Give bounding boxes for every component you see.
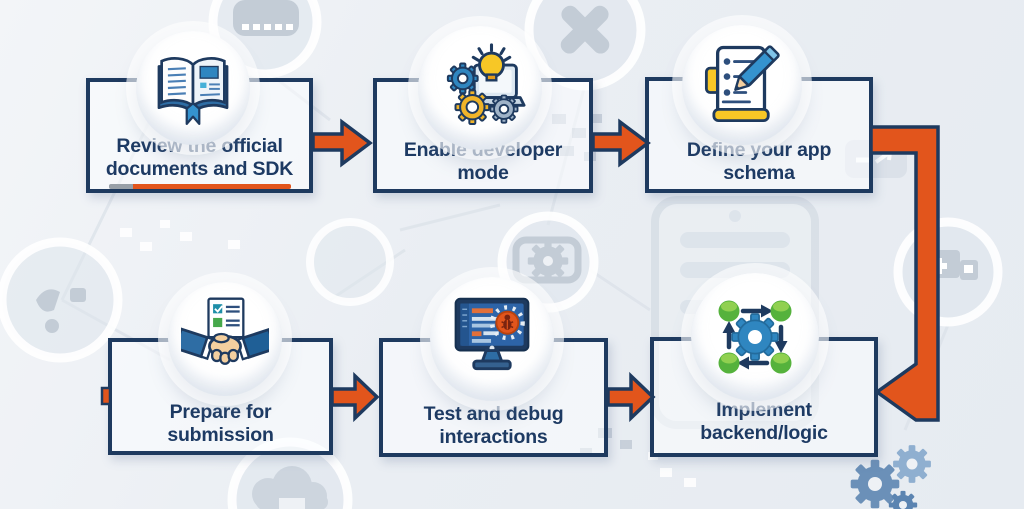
arrow-step2-step3 (591, 118, 651, 168)
step-label-line2: mode (457, 162, 509, 184)
step-label-line2: submission (167, 424, 274, 446)
arrow-step1-step2 (311, 118, 373, 168)
step-label-line1: Implement (716, 399, 812, 421)
step-label: Define your app schema (649, 139, 869, 185)
step-label: Enable developer mode (377, 139, 589, 185)
wrench-icon (560, 5, 610, 54)
monitor-debug-icon (454, 297, 530, 371)
step-label-line1: Enable developer (403, 139, 563, 161)
handshake-checklist-icon (181, 297, 269, 365)
badge-submission (168, 282, 282, 396)
badge-open-book (136, 31, 250, 145)
step-label-line2: documents and SDK (105, 158, 294, 180)
step-label: Prepare for submission (112, 401, 329, 447)
step-label-line2: interactions (439, 426, 548, 448)
checklist-pencil-icon (704, 45, 780, 123)
bug-icon (501, 314, 514, 330)
underline-accent (108, 184, 291, 189)
badge-test-debug (430, 277, 554, 401)
step-label-line1: Prepare for (169, 401, 272, 423)
step-label-line2: schema (723, 162, 795, 184)
bus-icon (233, 0, 299, 36)
arrow-step4-step5 (330, 371, 380, 423)
step-label-line1: Define your app (686, 139, 832, 161)
badge-backend-logic (691, 273, 819, 401)
step-label: Test and debug interactions (383, 403, 604, 449)
truck-icon (922, 250, 978, 280)
badge-app-schema (682, 25, 802, 145)
step-label: Review the official documents and SDK (90, 135, 309, 189)
step-label: Implement backend/logic (654, 399, 874, 445)
open-book-icon (157, 57, 229, 125)
step-label-line1: Review the official (116, 135, 283, 157)
map-shapes-icon (36, 288, 86, 333)
cloud-computer-icon (252, 466, 328, 509)
elbow-arrow-step3-step6 (869, 125, 940, 422)
gears-lightbulb-icon (446, 43, 526, 125)
step-label-line2: backend/logic (700, 422, 828, 444)
cycle-gear-icon (718, 300, 792, 374)
step-label-line1: Test and debug (423, 403, 564, 425)
badge-developer-mode (418, 26, 542, 150)
gear-screen-icon (512, 236, 582, 284)
arrow-step5-step6 (606, 371, 656, 423)
